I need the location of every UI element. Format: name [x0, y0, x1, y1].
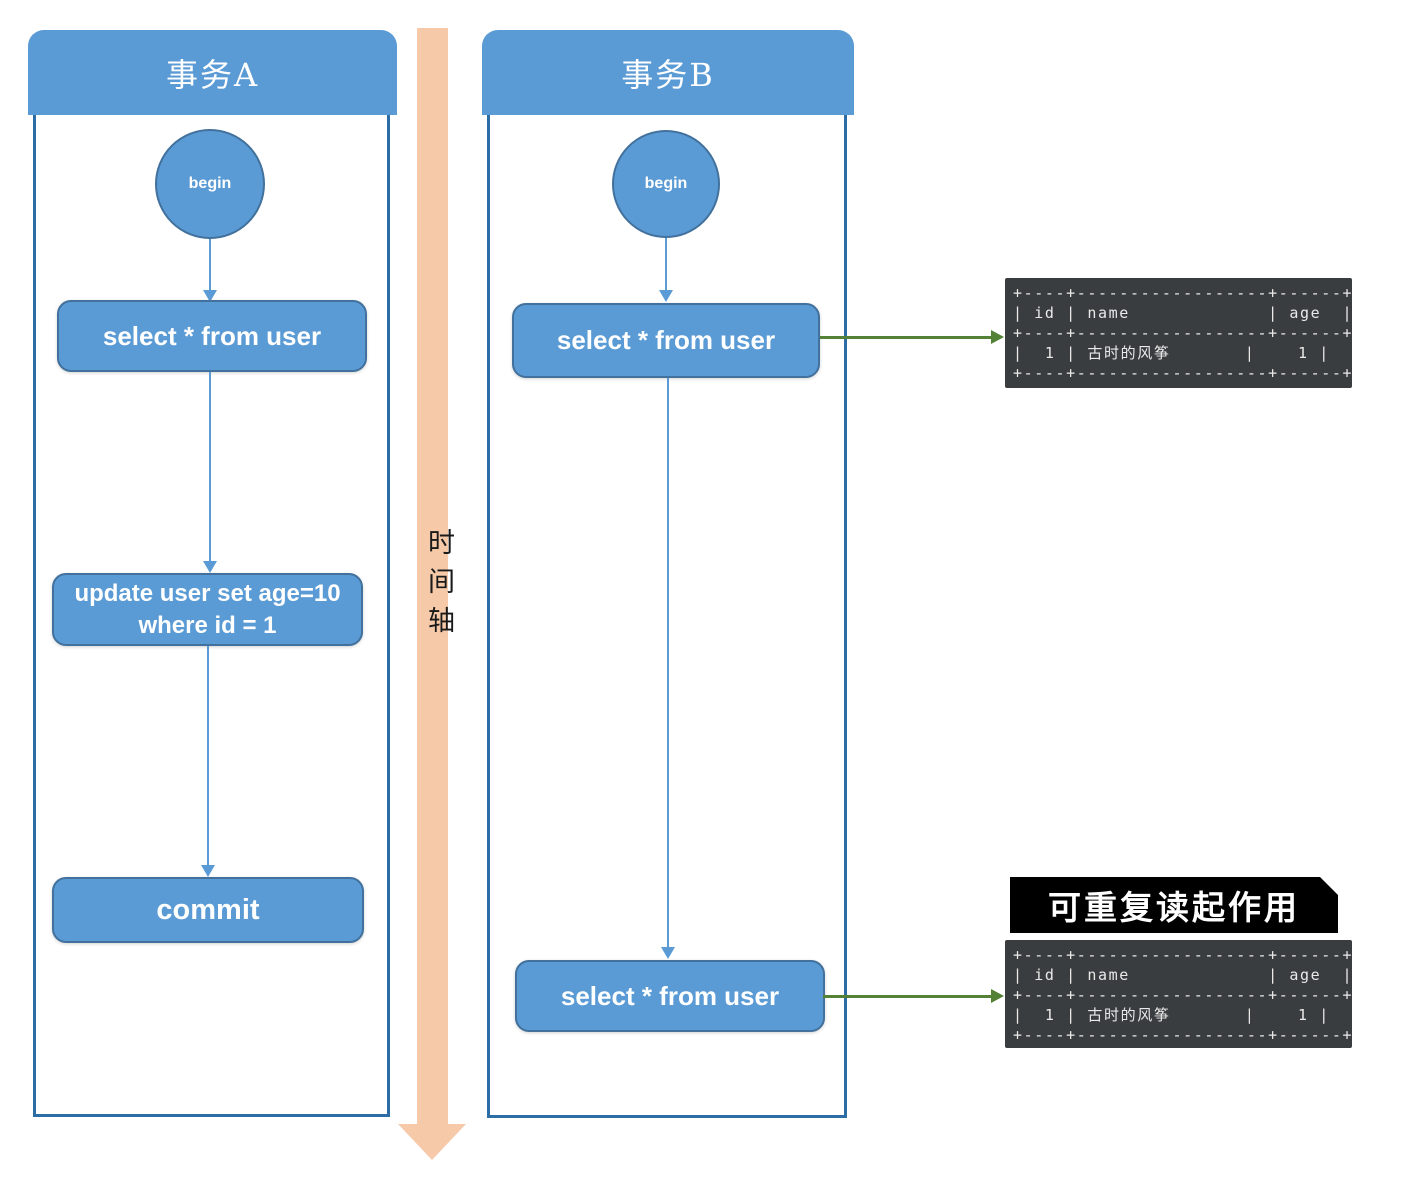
step-b-select1-label: select * from user: [556, 325, 776, 355]
connector-a-update-commit: [207, 646, 209, 867]
table1-border-bottom: +----+------------------+------+: [1013, 364, 1352, 382]
begin-node-a: begin: [155, 129, 265, 239]
arrowhead-a-select-update: [203, 561, 217, 573]
table1-separator: +----+------------------+------+: [1013, 324, 1352, 342]
step-a-commit: commit: [52, 877, 364, 943]
result-table-1: +----+------------------+------+ | id | n…: [1005, 278, 1352, 388]
table1-data-row: | 1 | 古时的风筝 | 1 |: [1013, 344, 1330, 362]
table2-separator: +----+------------------+------+: [1013, 986, 1352, 1004]
step-b-select2: select * from user: [515, 960, 825, 1032]
begin-node-a-label: begin: [188, 175, 232, 192]
timeline-label: 时间轴: [423, 528, 454, 645]
result-arrow-1: [820, 336, 992, 339]
arrowhead-b-begin-select1: [659, 290, 673, 302]
annotation-badge: 可重复读起作用: [1010, 877, 1338, 933]
table1-header-row: | id | name | age |: [1013, 304, 1352, 322]
connector-b-select1-select2: [667, 378, 669, 949]
table2-border-bottom: +----+------------------+------+: [1013, 1026, 1352, 1044]
transaction-a-header: 事务A: [28, 30, 397, 115]
begin-node-b: begin: [612, 130, 720, 238]
begin-node-b-label: begin: [644, 175, 688, 192]
table2-border-top: +----+------------------+------+: [1013, 946, 1352, 964]
step-a-update: update user set age=10 where id = 1: [52, 573, 363, 646]
transaction-b-header: 事务B: [482, 30, 854, 115]
step-a-commit-label: commit: [156, 893, 260, 926]
result-arrow-2: [823, 995, 992, 998]
connector-b-begin-select1: [665, 238, 667, 292]
result-arrowhead-2-icon: [991, 989, 1004, 1003]
arrowhead-b-select1-select2: [661, 947, 675, 959]
step-a-update-line1: update user set age=10: [74, 579, 341, 607]
transaction-b-title: 事务B: [621, 55, 715, 94]
transaction-a-title: 事务A: [165, 55, 260, 94]
table1-border-top: +----+------------------+------+: [1013, 284, 1352, 302]
timeline-arrowhead-icon: [398, 1124, 466, 1160]
step-a-update-line2: where id = 1: [138, 611, 277, 639]
arrowhead-a-update-commit: [201, 865, 215, 877]
connector-a-select-update: [209, 372, 211, 563]
step-a-select: select * from user: [57, 300, 367, 372]
table2-data-row: | 1 | 古时的风筝 | 1 |: [1013, 1006, 1330, 1024]
step-b-select1: select * from user: [512, 303, 820, 378]
timeline-band: [417, 28, 448, 1125]
table2-header-row: | id | name | age |: [1013, 966, 1352, 984]
result-table-2: +----+------------------+------+ | id | n…: [1005, 940, 1352, 1048]
result-arrowhead-1-icon: [991, 330, 1004, 344]
step-a-select-label: select * from user: [102, 320, 322, 351]
connector-a-begin-select: [209, 239, 211, 292]
annotation-label: 可重复读起作用: [1048, 888, 1300, 927]
step-b-select2-label: select * from user: [560, 980, 780, 1011]
arrowhead-a-begin-select: [203, 290, 217, 302]
